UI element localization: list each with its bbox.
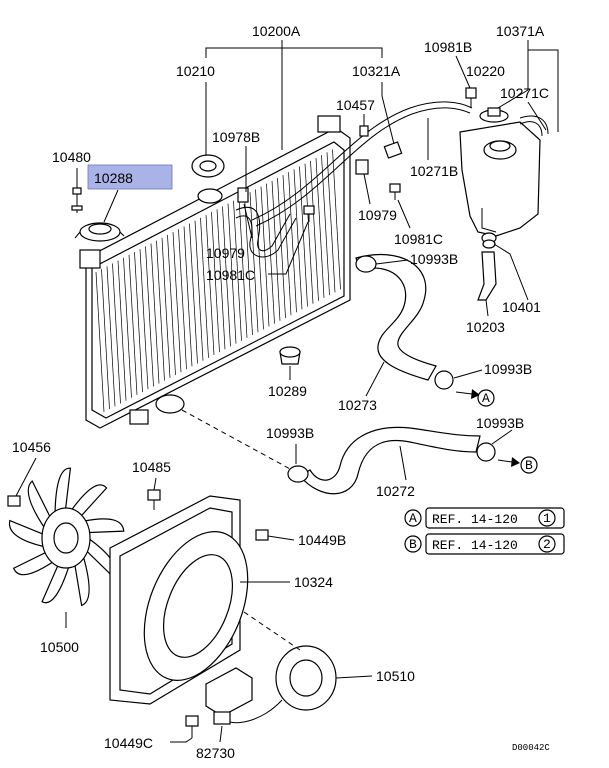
connector-10321a[interactable] bbox=[383, 141, 403, 159]
arrow-to-b bbox=[497, 457, 520, 467]
bolt-10485[interactable] bbox=[147, 489, 161, 510]
bolt-10456[interactable] bbox=[7, 495, 21, 507]
bolt-10480[interactable] bbox=[71, 187, 83, 213]
radiator bbox=[79, 115, 351, 429]
marker-circle-a bbox=[477, 389, 495, 407]
upper-hose-10273[interactable] bbox=[355, 253, 437, 381]
label-10993B-2[interactable]: 10993B bbox=[484, 361, 532, 377]
label-10993B-1[interactable]: 10993B bbox=[410, 251, 458, 267]
label-10271B[interactable]: 10271B bbox=[410, 163, 458, 179]
label-10401[interactable]: 10401 bbox=[502, 299, 541, 315]
bolt-10449b[interactable] bbox=[255, 529, 269, 541]
diagram-code: D00042C bbox=[512, 743, 550, 753]
label-10485[interactable]: 10485 bbox=[132, 459, 171, 475]
bolt-10981c-a[interactable] bbox=[389, 183, 401, 200]
hose-clamp-10993b-4[interactable] bbox=[476, 442, 496, 462]
hose-10271c[interactable] bbox=[519, 115, 549, 137]
radiator-cap[interactable] bbox=[74, 222, 125, 242]
label-10220[interactable]: 10220 bbox=[466, 63, 505, 79]
hose-clamp-10993b-2[interactable] bbox=[434, 370, 454, 390]
label-10321A[interactable]: 10321A bbox=[352, 63, 401, 79]
label-10993B-4[interactable]: 10993B bbox=[476, 415, 524, 431]
label-10271C[interactable]: 10271C bbox=[500, 85, 549, 101]
cap-10210[interactable] bbox=[191, 154, 225, 178]
ref-a-page: 1 bbox=[543, 511, 551, 526]
highlight-box-10288 bbox=[87, 164, 173, 190]
label-10288[interactable]: 10288 bbox=[94, 170, 133, 186]
label-10210[interactable]: 10210 bbox=[176, 63, 215, 79]
bracket-10203[interactable] bbox=[477, 251, 497, 301]
label-10480[interactable]: 10480 bbox=[52, 149, 91, 165]
label-10979-lower[interactable]: 10979 bbox=[206, 245, 245, 261]
fan-shroud[interactable] bbox=[109, 495, 268, 705]
label-10981C-upper[interactable]: 10981C bbox=[394, 231, 443, 247]
clamp-10979-b[interactable] bbox=[237, 187, 249, 203]
marker-circle-b bbox=[520, 456, 538, 474]
label-10456[interactable]: 10456 bbox=[12, 439, 51, 455]
fan-motor[interactable] bbox=[221, 645, 337, 724]
reference-b[interactable]: B REF. 14-120 2 bbox=[404, 533, 565, 555]
bracket-10289[interactable] bbox=[279, 346, 301, 365]
label-10449B[interactable]: 10449B bbox=[298, 532, 346, 548]
hose-clamp-10993b-1[interactable] bbox=[355, 255, 377, 273]
fan-hub bbox=[41, 507, 91, 569]
bolt-10449c[interactable] bbox=[185, 715, 199, 738]
label-10978B[interactable]: 10978B bbox=[212, 129, 260, 145]
reservoir-tank[interactable] bbox=[459, 121, 541, 237]
lower-hose-10272[interactable] bbox=[299, 426, 481, 495]
radiator-fins bbox=[95, 149, 341, 413]
label-10203[interactable]: 10203 bbox=[466, 319, 505, 335]
label-10200A[interactable]: 10200A bbox=[252, 23, 301, 39]
label-10371A[interactable]: 10371A bbox=[496, 23, 545, 39]
leader-lines bbox=[15, 40, 559, 743]
grommet-10401[interactable] bbox=[481, 232, 497, 249]
fan-blades[interactable] bbox=[8, 467, 125, 607]
label-10981C-lower[interactable]: 10981C bbox=[206, 267, 255, 283]
label-10993B-3[interactable]: 10993B bbox=[266, 425, 314, 441]
ref-b-page: 2 bbox=[543, 537, 551, 552]
arrow-marker-b: B bbox=[525, 458, 533, 473]
label-10979-upper[interactable]: 10979 bbox=[358, 207, 397, 223]
ref-b-text: REF. 14-120 bbox=[432, 538, 518, 553]
bolt-10981b[interactable] bbox=[465, 87, 477, 108]
hose-clamp-10993b-3[interactable] bbox=[287, 465, 309, 483]
label-10500[interactable]: 10500 bbox=[40, 639, 79, 655]
ref-b-marker: B bbox=[409, 537, 417, 552]
label-10981B[interactable]: 10981B bbox=[424, 39, 472, 55]
reservoir-cap-10220[interactable] bbox=[479, 107, 509, 123]
label-10457[interactable]: 10457 bbox=[336, 97, 375, 113]
reference-a[interactable]: A REF. 14-120 1 bbox=[404, 507, 565, 529]
label-10289[interactable]: 10289 bbox=[268, 383, 307, 399]
label-10272[interactable]: 10272 bbox=[376, 483, 415, 499]
part-labels: 10200A 10210 10321A 10981B 10371A 10220 … bbox=[12, 23, 549, 761]
ref-a-marker: A bbox=[409, 511, 417, 526]
label-10449C[interactable]: 10449C bbox=[104, 735, 153, 751]
connector-82730[interactable] bbox=[205, 667, 253, 725]
arrow-to-a bbox=[455, 389, 480, 399]
bolt-10981c-b[interactable] bbox=[303, 205, 315, 222]
label-10324[interactable]: 10324 bbox=[294, 574, 333, 590]
label-10273[interactable]: 10273 bbox=[338, 397, 377, 413]
arrow-marker-a: A bbox=[482, 391, 490, 406]
ref-a-text: REF. 14-120 bbox=[432, 512, 518, 527]
clamp-10979-a[interactable] bbox=[355, 159, 369, 175]
label-82730[interactable]: 82730 bbox=[196, 745, 235, 761]
clip-10457[interactable] bbox=[359, 125, 369, 137]
label-10510[interactable]: 10510 bbox=[376, 668, 415, 684]
